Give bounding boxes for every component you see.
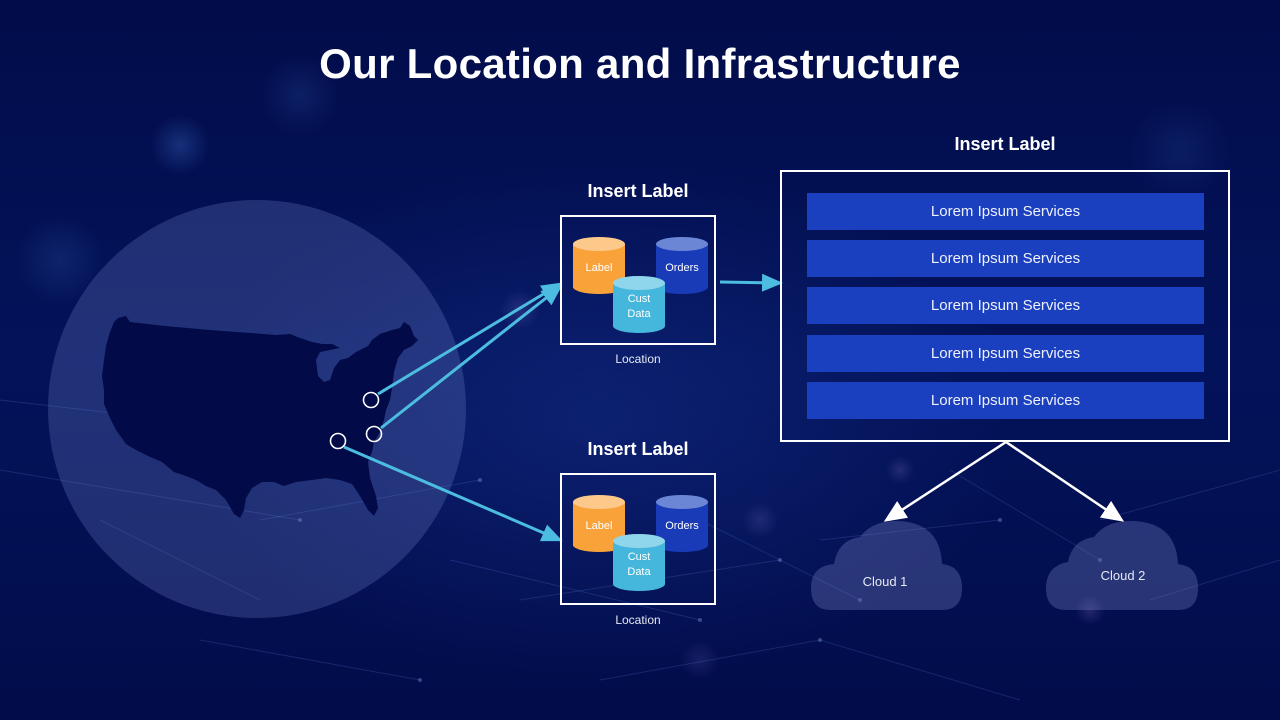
- cylinder-top: [656, 495, 708, 509]
- cylinder-top: [573, 237, 625, 251]
- us-map-silhouette: [102, 316, 418, 518]
- db-label-text-line2: Data: [627, 566, 651, 578]
- cylinder-top: [613, 534, 665, 548]
- connector-northeast-to-location-1: [377, 282, 563, 396]
- orders-db-cylinder[interactable]: Orders: [656, 495, 708, 552]
- cloud-1-label: Cloud 1: [862, 574, 908, 589]
- db-label-text-line1: Cust: [627, 551, 651, 563]
- cylinder-top: [573, 495, 625, 509]
- connector-mid-atlantic-to-location-1: [380, 285, 563, 430]
- cust-data-db-cylinder[interactable]: Cust Data: [613, 276, 665, 333]
- db-label-text: Orders: [665, 262, 699, 274]
- cloud-2-shape[interactable]: [1046, 521, 1198, 610]
- db-label-text: Label: [585, 262, 613, 274]
- location-2-caption: Location: [615, 613, 661, 627]
- service-item[interactable]: Lorem Ipsum Services: [807, 287, 1204, 324]
- location-2-label: Insert Label: [587, 439, 689, 459]
- db-label-text-line2: Data: [627, 308, 651, 320]
- service-item[interactable]: Lorem Ipsum Services: [807, 382, 1204, 419]
- db-label-text: Label: [585, 520, 613, 532]
- services-label: Insert Label: [954, 134, 1056, 154]
- cloud-2-label: Cloud 2: [1100, 568, 1146, 583]
- db-label-text-line1: Cust: [627, 293, 651, 305]
- location-1-box[interactable]: Label Orders Cust Data: [560, 215, 716, 345]
- page-title: Our Location and Infrastructure: [319, 40, 961, 87]
- location-1-label: Insert Label: [587, 181, 689, 201]
- cylinder-body: [613, 283, 665, 333]
- cust-data-db-cylinder[interactable]: Cust Data: [613, 534, 665, 591]
- map-marker-southeast[interactable]: [329, 432, 347, 450]
- cylinder-body: [613, 541, 665, 591]
- service-item[interactable]: Lorem Ipsum Services: [807, 240, 1204, 277]
- connector-southeast-to-location-2: [343, 445, 563, 542]
- arrow-services-to-cloud-1: [883, 440, 1007, 522]
- services-box: Lorem Ipsum Services Lorem Ipsum Service…: [780, 170, 1230, 442]
- cylinder-top: [656, 237, 708, 251]
- service-item[interactable]: Lorem Ipsum Services: [807, 193, 1204, 230]
- cloud-1-shape[interactable]: [811, 521, 962, 610]
- service-item[interactable]: Lorem Ipsum Services: [807, 335, 1204, 372]
- map-marker-northeast[interactable]: [362, 391, 380, 409]
- location-1-caption: Location: [615, 352, 661, 366]
- location-2-box[interactable]: Label Orders Cust Data: [560, 473, 716, 605]
- map-marker-mid-atlantic[interactable]: [365, 425, 383, 443]
- connector-location-1-to-services: [719, 273, 783, 292]
- db-label-text: Orders: [665, 520, 699, 532]
- arrow-services-to-cloud-2: [1005, 440, 1125, 522]
- cylinder-top: [613, 276, 665, 290]
